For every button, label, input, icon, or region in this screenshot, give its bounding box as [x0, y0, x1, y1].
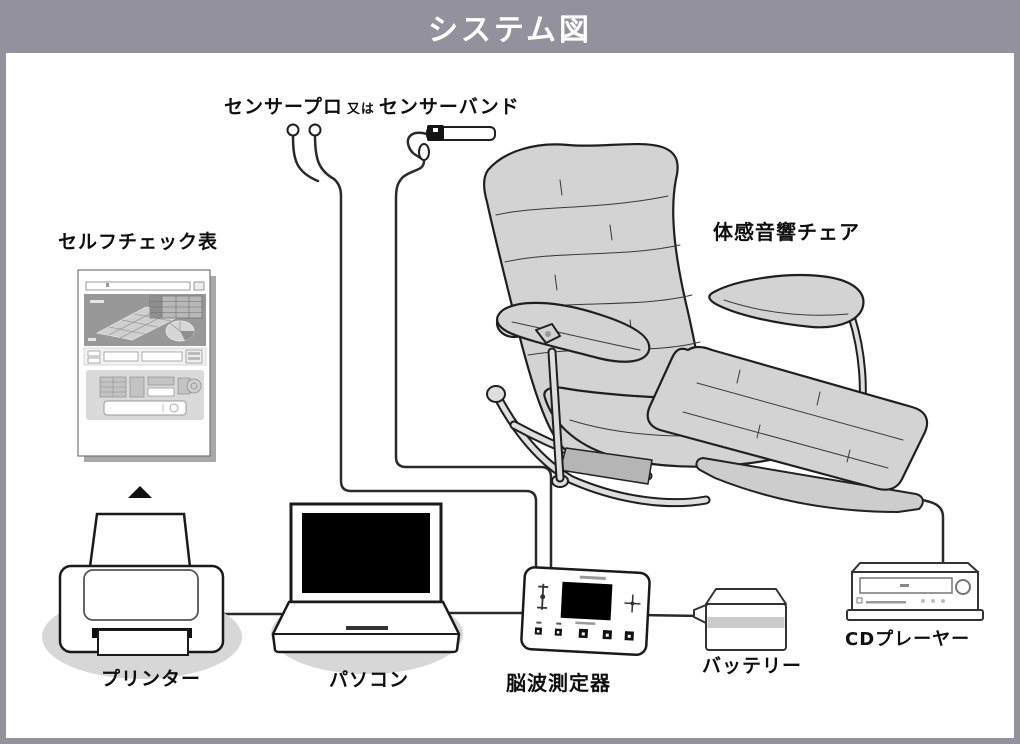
- self-check-sheet-label: セルフチェック表: [58, 231, 219, 253]
- sensor-label: センサープロ又はセンサーバンド: [224, 92, 520, 119]
- cd-player-label: CDプレーヤー: [845, 629, 971, 650]
- sensor-band-label: センサーバンド: [378, 96, 520, 118]
- or-label: 又は: [346, 102, 375, 117]
- title-banner: システム図: [0, 0, 1020, 53]
- eeg-device-label: 脳波測定器: [506, 671, 611, 695]
- pc-label: パソコン: [329, 669, 410, 691]
- page-title: システム図: [427, 12, 593, 48]
- printer-label: プリンター: [101, 668, 202, 690]
- battery-label: バッテリー: [702, 655, 803, 677]
- sensor-pro-label: センサープロ: [224, 96, 343, 118]
- chair-label: 体感音響チェア: [713, 220, 860, 244]
